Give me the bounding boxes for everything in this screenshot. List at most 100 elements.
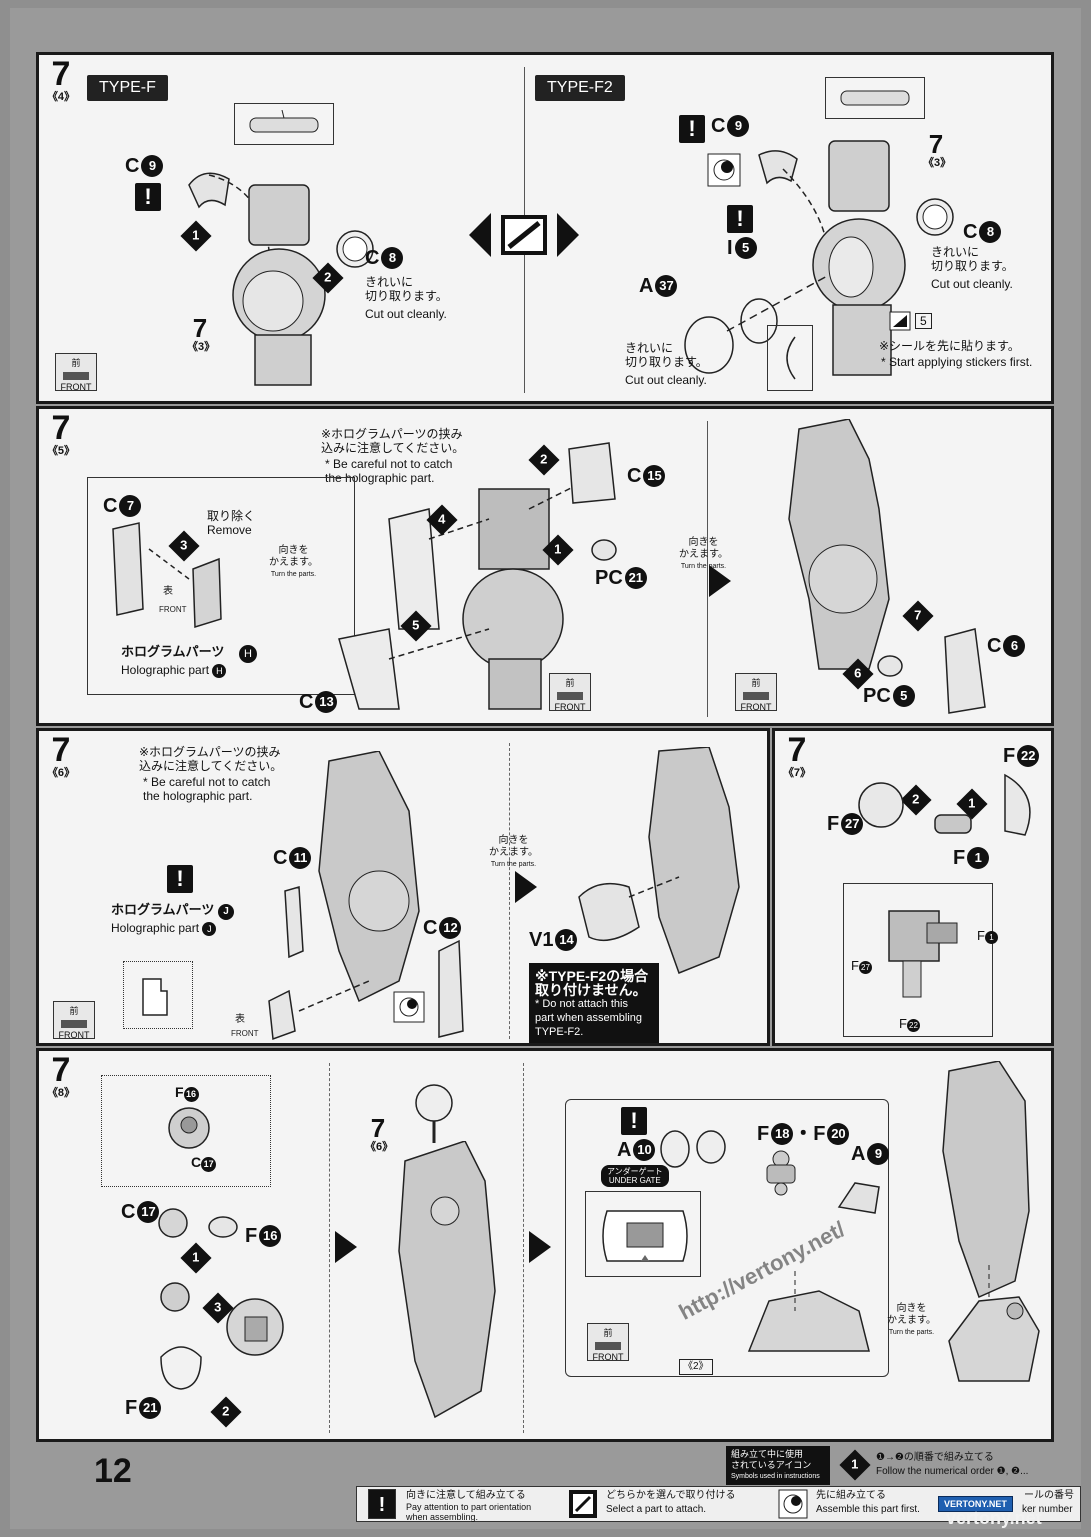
assemble-first-icon-3 (393, 991, 425, 1023)
holo-j-detail (142, 978, 168, 1016)
panel-divider-2 (707, 421, 708, 717)
ball-joint-detail (168, 1107, 210, 1149)
legend-first-ja: 先に組み立てる (816, 1490, 886, 1501)
foot-base (747, 1271, 870, 1352)
orientation-icon-a10: ! (621, 1107, 647, 1135)
holo-note-en-3: * Be careful not to catch the holographi… (143, 775, 271, 803)
cut-cleanly-note-f2: きれいに 切り取ります。 (931, 245, 1014, 273)
ring-part (336, 230, 374, 268)
cut-cleanly-en-2: Cut out cleanly. (625, 373, 707, 387)
reference-step-f2: 7 《3》 (923, 129, 952, 169)
holo-part-ja-3: ホログラムパーツ J (111, 903, 234, 920)
legend-order-ja: ❶→❷の順番で組み立てる (876, 1452, 994, 1463)
gate-detail (602, 1210, 688, 1262)
step-label-4: 7 《7》 (782, 731, 812, 779)
reference-step-2: 《2》 (679, 1359, 713, 1375)
orientation-icon: ! (135, 183, 161, 211)
leg-assembled-step5 (788, 419, 890, 670)
leg-foot-assembled (942, 1061, 1040, 1382)
turn-note-5: 向きを かえます。Turn the parts. (887, 1303, 936, 1336)
next-arrow-5b (529, 1231, 551, 1263)
holo-note-ja: ※ホログラムパーツの挟み 込みに注意してください。 (321, 427, 465, 455)
ring-part-f2 (916, 198, 954, 236)
type-f2-tag: TYPE-F2 (535, 75, 625, 101)
joint-detail-inset (843, 883, 993, 1037)
holo-part-en-3: Holographic part J (111, 921, 217, 936)
cut-cleanly-en: Cut out cleanly. (365, 307, 447, 321)
omote-label: 表 (163, 586, 173, 597)
legend-sticker-ja: ールの番号 (1024, 1490, 1074, 1501)
symbols-legend-title: 組み立て中に使用 されているアイコン Symbols used in instr… (726, 1446, 830, 1485)
sticker-note-ja: ※シールを先に貼ります。 (879, 339, 1020, 353)
detail-inset-lens (767, 325, 813, 391)
leg-assembled-step6 (578, 747, 740, 974)
legend-select-ja: どちらかを選んで取り付ける (606, 1490, 736, 1501)
front-label: FRONT (159, 605, 187, 614)
clip-detail-f2 (840, 90, 910, 106)
orientation-icon-i5: ! (727, 205, 753, 233)
next-arrow-3 (515, 871, 537, 903)
reference-step: 7 《3》 (187, 313, 216, 353)
page-number: 12 (94, 1452, 132, 1490)
shoulder-joint (160, 1282, 284, 1390)
legend-sticker-en: ker number (1022, 1504, 1073, 1515)
detail-inset (234, 103, 334, 145)
turn-note: 向きを かえます。Turn the parts. (269, 545, 318, 578)
legend-order-en: Follow the numerical order ❶, ❷... (876, 1466, 1029, 1477)
sticker-number: 5 (915, 313, 932, 329)
legend-select-en: Select a part to attach. (606, 1504, 707, 1515)
legend-first-icon (778, 1489, 808, 1519)
part-a10 (660, 1130, 726, 1168)
reference-step-5: 7 《6》 (365, 1113, 394, 1153)
cut-cleanly-note-2: きれいに 切り取ります。 (625, 341, 708, 369)
step-7-6-panel: 7 《6》 ※ホログラムパーツの挟み 込みに注意してください。 * Be car… (36, 728, 770, 1046)
legend-orient-ja: 向きに注意して組み立てる (406, 1490, 526, 1501)
poly-cap-pc5 (877, 655, 903, 677)
watermark-badge: VERTONY.NET (938, 1496, 1013, 1512)
sequence-2-p5: 2 (210, 1396, 242, 1428)
corner-watermark: vertony.net (946, 1508, 1042, 1528)
ball-joint-f18 (766, 1150, 796, 1196)
holo-letter-badge: H (239, 645, 257, 663)
type-f-tag: TYPE-F (87, 75, 168, 101)
part-c6 (944, 628, 986, 714)
panel-divider-5a (329, 1063, 330, 1433)
step-label-2: 7 《5》 (46, 409, 76, 457)
remove-en: Remove (207, 523, 252, 537)
clip-detail (249, 110, 319, 133)
type-f2-warning: ※TYPE-F2の場合 取り付けません。 * Do not attach thi… (529, 963, 659, 1043)
part-c15 (568, 442, 616, 504)
orientation-icon-f2: ! (679, 115, 705, 143)
